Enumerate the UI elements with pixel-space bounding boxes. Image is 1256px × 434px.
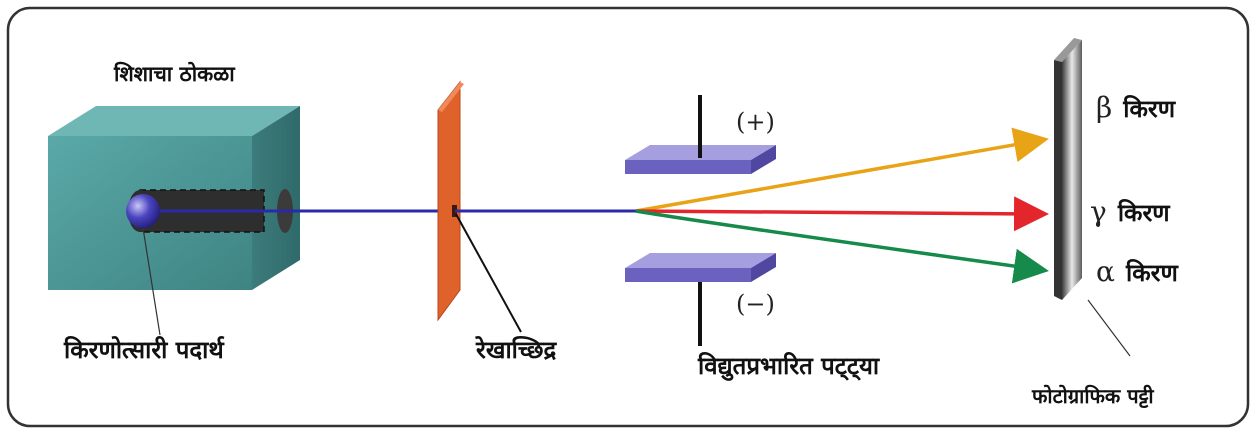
negative-plate <box>625 253 776 346</box>
radioactive-source-ball <box>126 194 160 228</box>
positive-plate <box>625 95 776 174</box>
minus-sign: (−) <box>736 290 775 318</box>
gamma-ray-text: किरण <box>1117 199 1170 227</box>
charged-plates-label: विद्युतप्रभारित पट्ट्या <box>698 352 880 380</box>
photo-plate-label: फोटोग्राफिक पट्टी <box>1032 384 1154 408</box>
plus-sign: (+) <box>736 108 775 136</box>
gamma-symbol: γ <box>1090 195 1107 228</box>
lead-block-label: शिशाचा ठोकळा <box>114 62 235 86</box>
slit-opening <box>452 205 457 217</box>
alpha-ray-label: α किरण <box>1096 258 1178 286</box>
lead-block-top <box>48 106 300 136</box>
beta-ray-text: किरण <box>1123 95 1176 123</box>
beta-symbol: β <box>1096 91 1113 124</box>
alpha-symbol: α <box>1096 255 1115 288</box>
lead-block <box>48 106 300 290</box>
gamma-ray-label: γ किरण <box>1090 198 1170 226</box>
slit-label: रेखाच्छिद्र <box>476 336 557 364</box>
beta-ray-path <box>635 127 1049 213</box>
radioactive-source-label: किरणोत्सारी पदार्थ <box>64 336 224 364</box>
leader-source <box>142 227 161 336</box>
lead-block-side <box>252 106 300 290</box>
leader-photo <box>1087 299 1131 357</box>
slit-plate <box>437 80 464 322</box>
gamma-ray-path <box>635 196 1049 232</box>
diagram-border <box>6 6 1250 428</box>
alpha-ray-path <box>635 209 1049 284</box>
alpha-ray-text: किरण <box>1126 259 1178 287</box>
beta-ray-label: β किरण <box>1096 94 1175 122</box>
leader-slit <box>455 213 522 333</box>
photographic-plate <box>1054 38 1082 300</box>
